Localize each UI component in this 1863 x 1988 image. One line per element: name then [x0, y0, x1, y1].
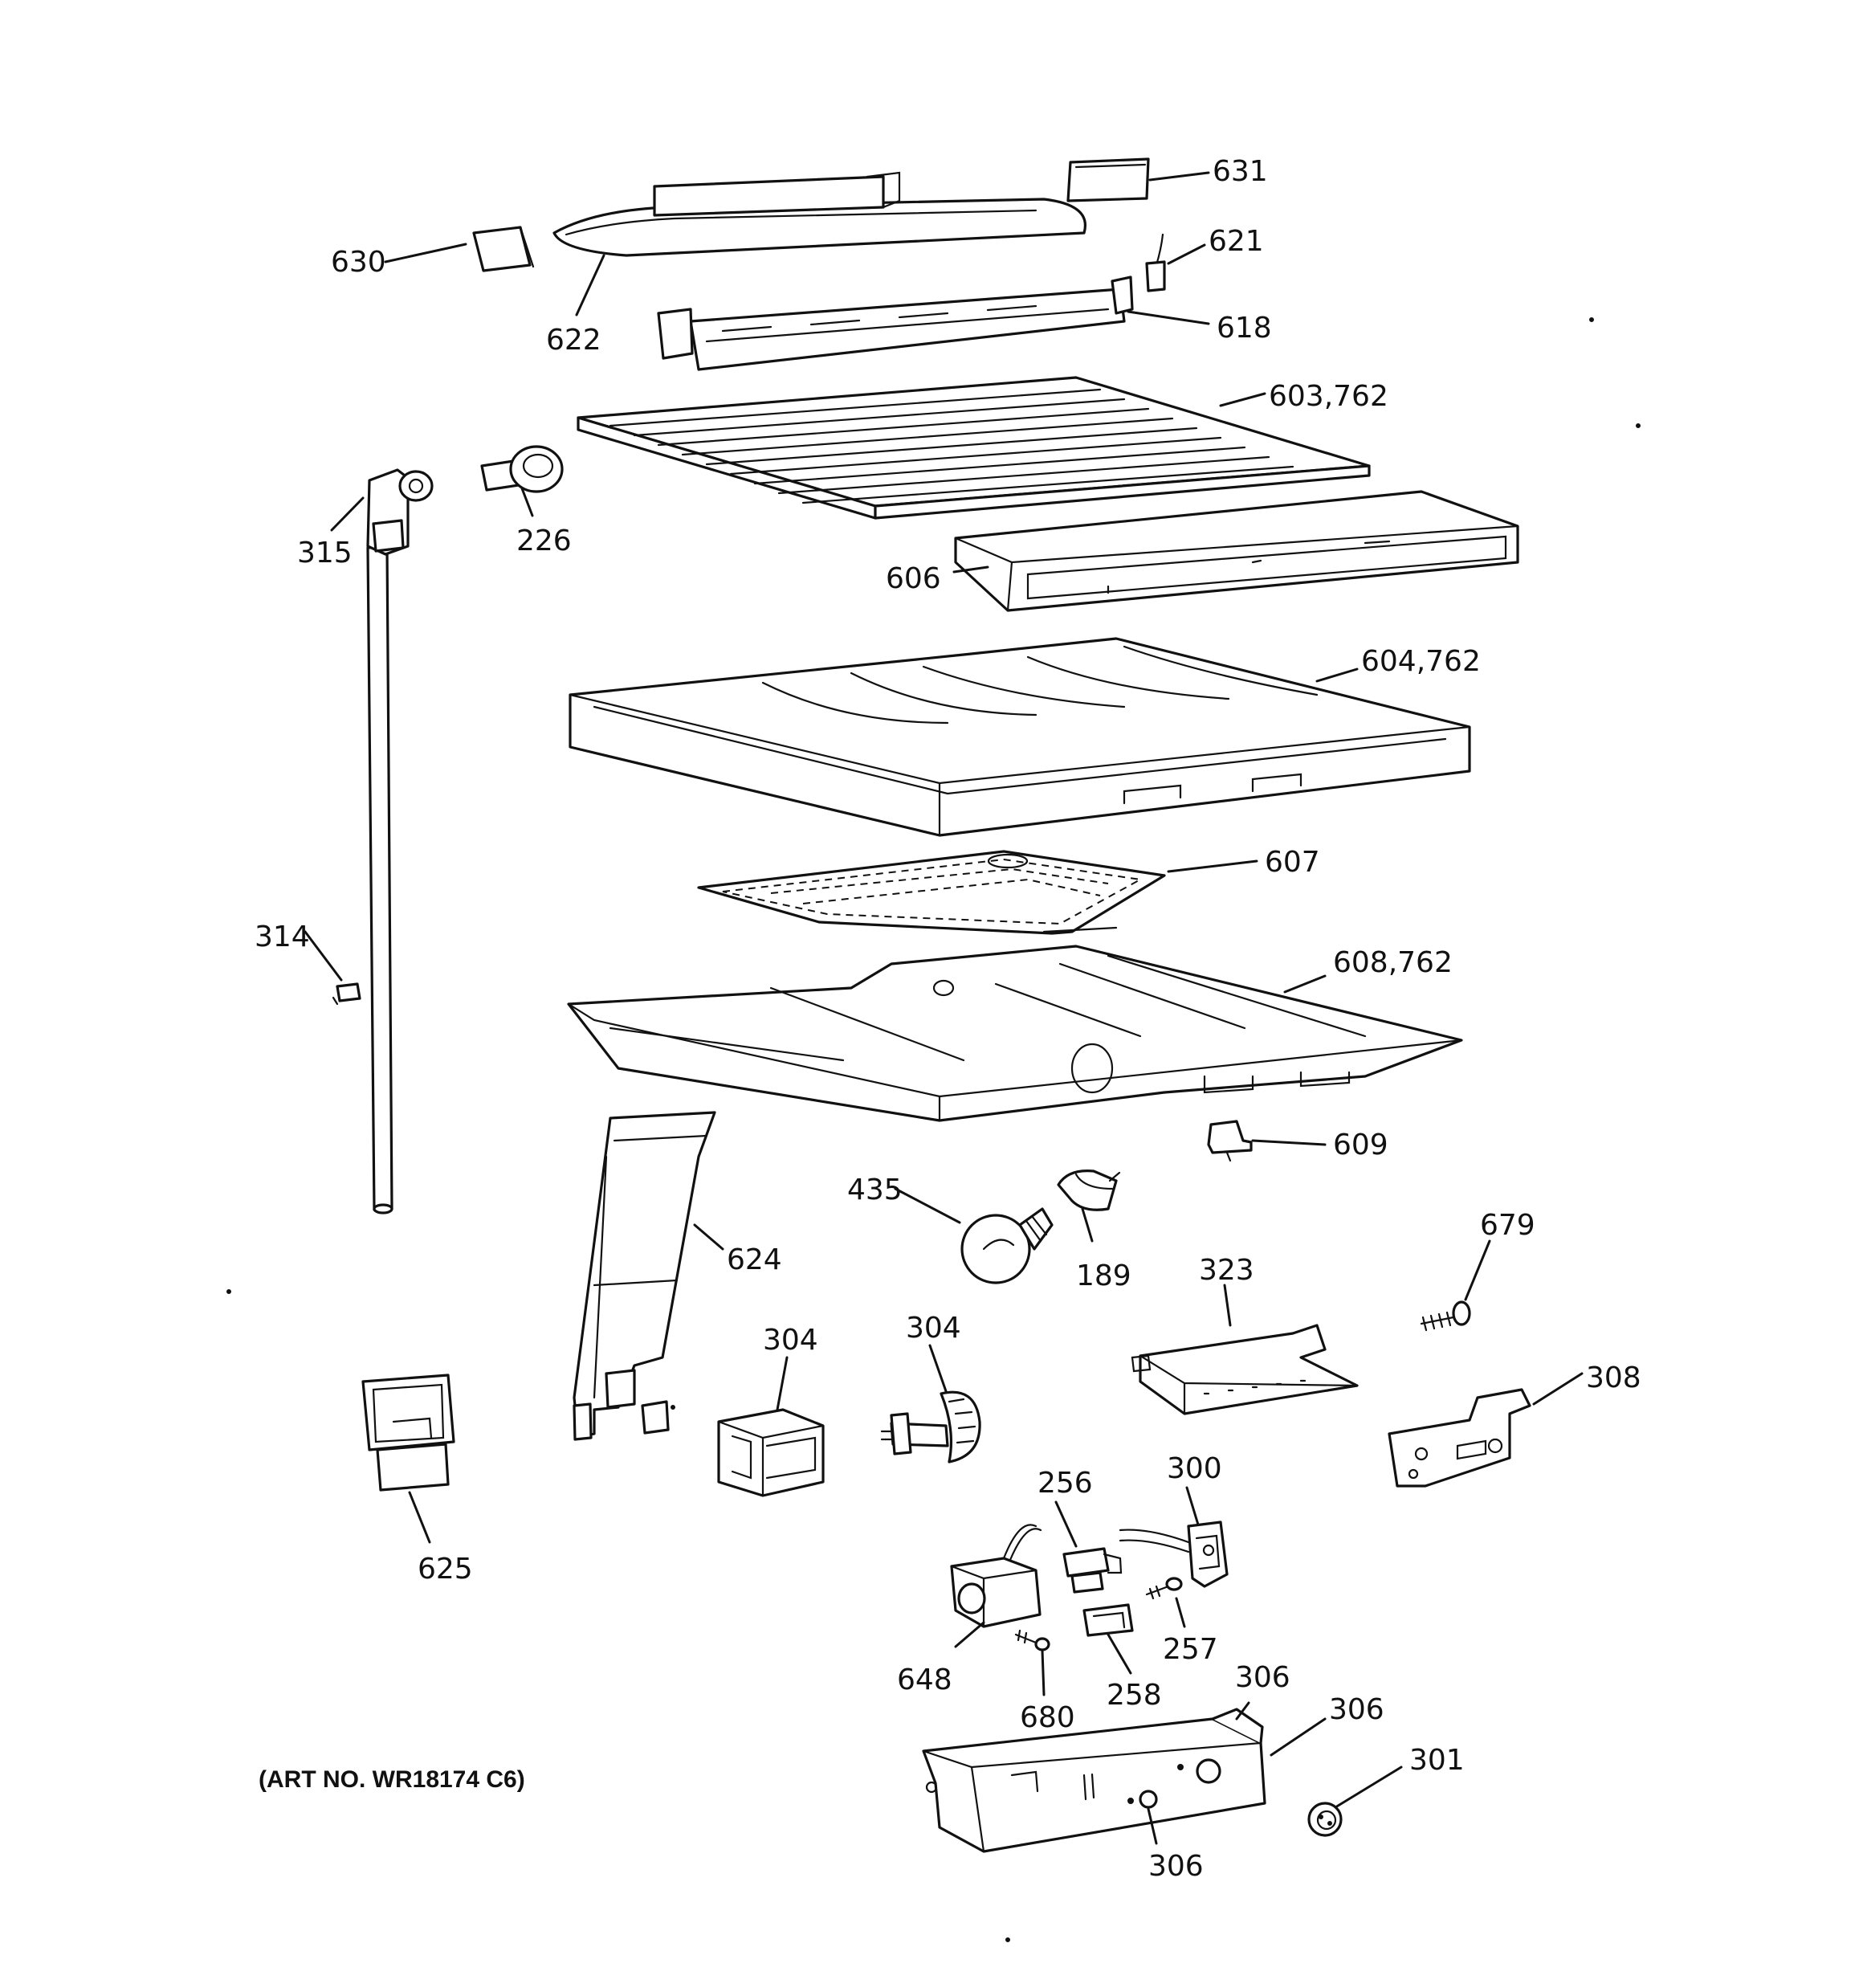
label-625: 625: [418, 1553, 473, 1586]
label-226: 226: [516, 525, 572, 557]
part-300: [1119, 1521, 1229, 1588]
label-603-762: 603,762: [1269, 380, 1388, 413]
label-300: 300: [1167, 1452, 1222, 1485]
part-315-rod-assembly: [366, 468, 434, 1214]
label-622: 622: [546, 324, 601, 357]
part-624: [573, 1111, 716, 1441]
part-226: [480, 445, 564, 493]
part-304-bracket: [717, 1408, 825, 1497]
label-315: 315: [297, 537, 353, 569]
label-624: 624: [727, 1243, 782, 1276]
label-189: 189: [1076, 1259, 1131, 1292]
label-256: 256: [1037, 1467, 1093, 1500]
label-607: 607: [1265, 846, 1320, 879]
part-621: [1145, 233, 1166, 292]
label-306-top: 306: [1235, 1661, 1290, 1694]
callout-labels: 631 621 630 622 618 603,762 226 315 606 …: [255, 155, 1641, 1883]
part-308: [1388, 1388, 1531, 1488]
part-680: [1014, 1629, 1050, 1651]
label-648: 648: [897, 1663, 952, 1696]
part-607: [697, 850, 1166, 935]
part-257: [1145, 1577, 1183, 1600]
label-608-762: 608,762: [1333, 946, 1453, 979]
label-314: 314: [255, 921, 310, 953]
part-435-bulb: [960, 1207, 1054, 1284]
part-608-762: [567, 945, 1463, 1122]
label-304-bracket: 304: [763, 1324, 818, 1357]
label-435: 435: [847, 1174, 903, 1206]
part-618: [657, 276, 1134, 371]
label-631: 631: [1213, 155, 1268, 188]
part-306-housing: [922, 1708, 1266, 1853]
part-603-762: [577, 376, 1371, 520]
label-606: 606: [886, 562, 941, 595]
label-323: 323: [1199, 1254, 1254, 1287]
label-630: 630: [331, 246, 386, 279]
part-314: [332, 982, 361, 1006]
label-301: 301: [1409, 1744, 1465, 1777]
part-631: [1066, 157, 1150, 202]
part-301: [1307, 1802, 1343, 1837]
label-609: 609: [1333, 1129, 1388, 1161]
label-257: 257: [1163, 1633, 1218, 1666]
label-258: 258: [1107, 1679, 1162, 1712]
part-679: [1420, 1300, 1471, 1332]
part-630: [472, 226, 535, 272]
label-306-bottom: 306: [1148, 1850, 1204, 1883]
part-609: [1207, 1120, 1253, 1162]
part-256: [1062, 1547, 1123, 1594]
label-621: 621: [1209, 225, 1264, 258]
specks: [226, 317, 1641, 1942]
part-189: [1057, 1170, 1121, 1211]
part-304-dial: [880, 1390, 981, 1463]
part-258: [1082, 1603, 1134, 1637]
label-308: 308: [1586, 1361, 1641, 1394]
label-680: 680: [1020, 1701, 1075, 1734]
label-306-right: 306: [1329, 1693, 1384, 1726]
part-606: [954, 490, 1519, 612]
part-622: [552, 171, 1086, 257]
art-number: (ART NO. WR18174 C6): [259, 1766, 525, 1793]
part-648: [950, 1524, 1042, 1628]
label-304-dial: 304: [906, 1312, 961, 1345]
label-604-762: 604,762: [1361, 645, 1481, 678]
leader-lines: [304, 171, 1584, 1845]
label-679: 679: [1480, 1209, 1535, 1242]
part-604-762: [569, 637, 1471, 837]
label-618: 618: [1217, 312, 1272, 345]
part-323: [1131, 1324, 1359, 1415]
part-625: [361, 1374, 455, 1492]
